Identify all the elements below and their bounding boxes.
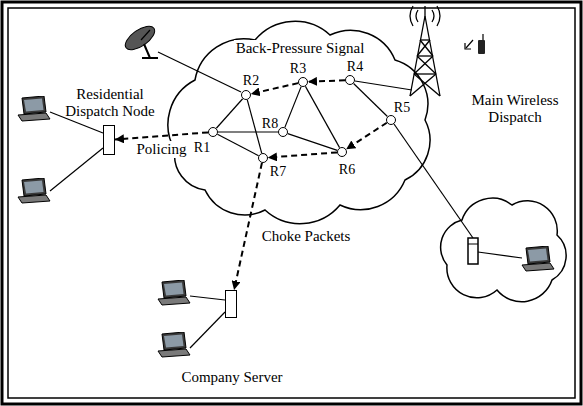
- network-link: [354, 83, 388, 116]
- router-label: R3: [290, 61, 306, 76]
- router: R3: [298, 77, 308, 87]
- network-link: [217, 134, 258, 155]
- router: R8: [278, 127, 288, 137]
- signal-arrow: [308, 80, 345, 82]
- signal-arrow: [234, 163, 262, 290]
- network-link: [247, 100, 261, 153]
- router-label: R6: [339, 162, 355, 177]
- network-link: [285, 87, 301, 128]
- mobile-phone: [465, 34, 485, 54]
- server-detail: [468, 244, 478, 245]
- signal-arrow: [115, 132, 208, 139]
- dispatch-node: Residential Dispatch Node: [103, 125, 115, 155]
- network-link: [288, 134, 338, 151]
- access-wire: [478, 252, 522, 258]
- network-cloud: [168, 21, 430, 223]
- network-link: [305, 86, 339, 147]
- router-label: R1: [194, 140, 210, 155]
- signal-arrow: [268, 152, 337, 157]
- dispatch-label: Main Wireless Dispatch: [457, 92, 573, 126]
- router: R2: [241, 90, 251, 100]
- router: R4: [345, 75, 355, 85]
- access-wire: [394, 124, 473, 238]
- router: R5: [386, 115, 396, 125]
- access-wire: [190, 312, 225, 348]
- edge-label: Policing: [134, 141, 188, 158]
- server-node: Company Server: [225, 290, 237, 318]
- laptop-icon: [18, 96, 50, 121]
- uplink-wire: [355, 81, 412, 90]
- inner-frame: [8, 8, 575, 398]
- satellite-dish: [121, 22, 158, 58]
- laptop-icon: [158, 280, 190, 305]
- uplink-wire: [158, 52, 241, 92]
- signal-label: Choke Packets: [260, 228, 353, 245]
- network-link: [216, 99, 242, 129]
- node-label: Company Server: [181, 369, 282, 386]
- router-label: R7: [270, 164, 286, 179]
- radio-tower: [410, 6, 440, 96]
- signal-label: Back-Pressure Signal: [234, 40, 367, 57]
- laptop-icon: [158, 332, 190, 357]
- server-box: [468, 238, 478, 264]
- router-label: R2: [243, 73, 259, 88]
- access-wire: [190, 296, 225, 300]
- router: R1: [208, 127, 218, 137]
- router: R7: [258, 153, 268, 163]
- signal-arrow: [346, 123, 387, 150]
- laptop-icon: [522, 246, 554, 271]
- access-wire: [50, 148, 103, 191]
- network-link: [218, 131, 278, 132]
- router: R6: [337, 147, 347, 157]
- laptop-icon: [18, 178, 50, 203]
- node-label: Residential Dispatch Node: [60, 86, 160, 120]
- router-label: R5: [394, 100, 410, 115]
- router-label: R8: [262, 116, 278, 131]
- router-label: R4: [347, 59, 363, 74]
- remote-cloud: [441, 198, 567, 301]
